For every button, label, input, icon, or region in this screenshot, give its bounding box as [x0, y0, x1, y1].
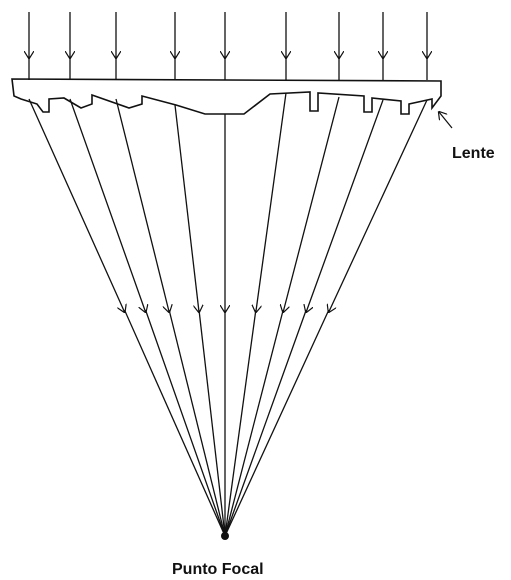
refracted-ray [168, 309, 226, 537]
refracted-ray [224, 309, 284, 537]
refracted-ray [144, 309, 226, 537]
lens-label: Lente [452, 145, 495, 162]
refracted-ray-arrow [283, 96, 340, 312]
incoming-light-rays [29, 12, 427, 80]
refracted-ray [224, 309, 307, 537]
refracted-ray [224, 309, 330, 537]
focal-point-dot [221, 532, 229, 540]
refracted-light-rays [28, 92, 428, 537]
refracted-ray [198, 309, 226, 537]
refracted-ray [224, 309, 257, 537]
focal-point-label: Punto Focal [172, 561, 264, 578]
refracted-ray-arrow [115, 98, 169, 312]
refracted-ray-arrow [174, 104, 199, 312]
lens-pointer-line [439, 112, 453, 129]
refracted-ray [123, 309, 226, 537]
refracted-ray-arrow [306, 99, 384, 312]
refracted-ray-arrow [28, 98, 125, 312]
refracted-ray-arrow [329, 99, 428, 312]
fresnel-lens [11, 78, 442, 115]
refracted-ray-arrow [256, 92, 287, 312]
refracted-ray-arrow [69, 98, 146, 312]
